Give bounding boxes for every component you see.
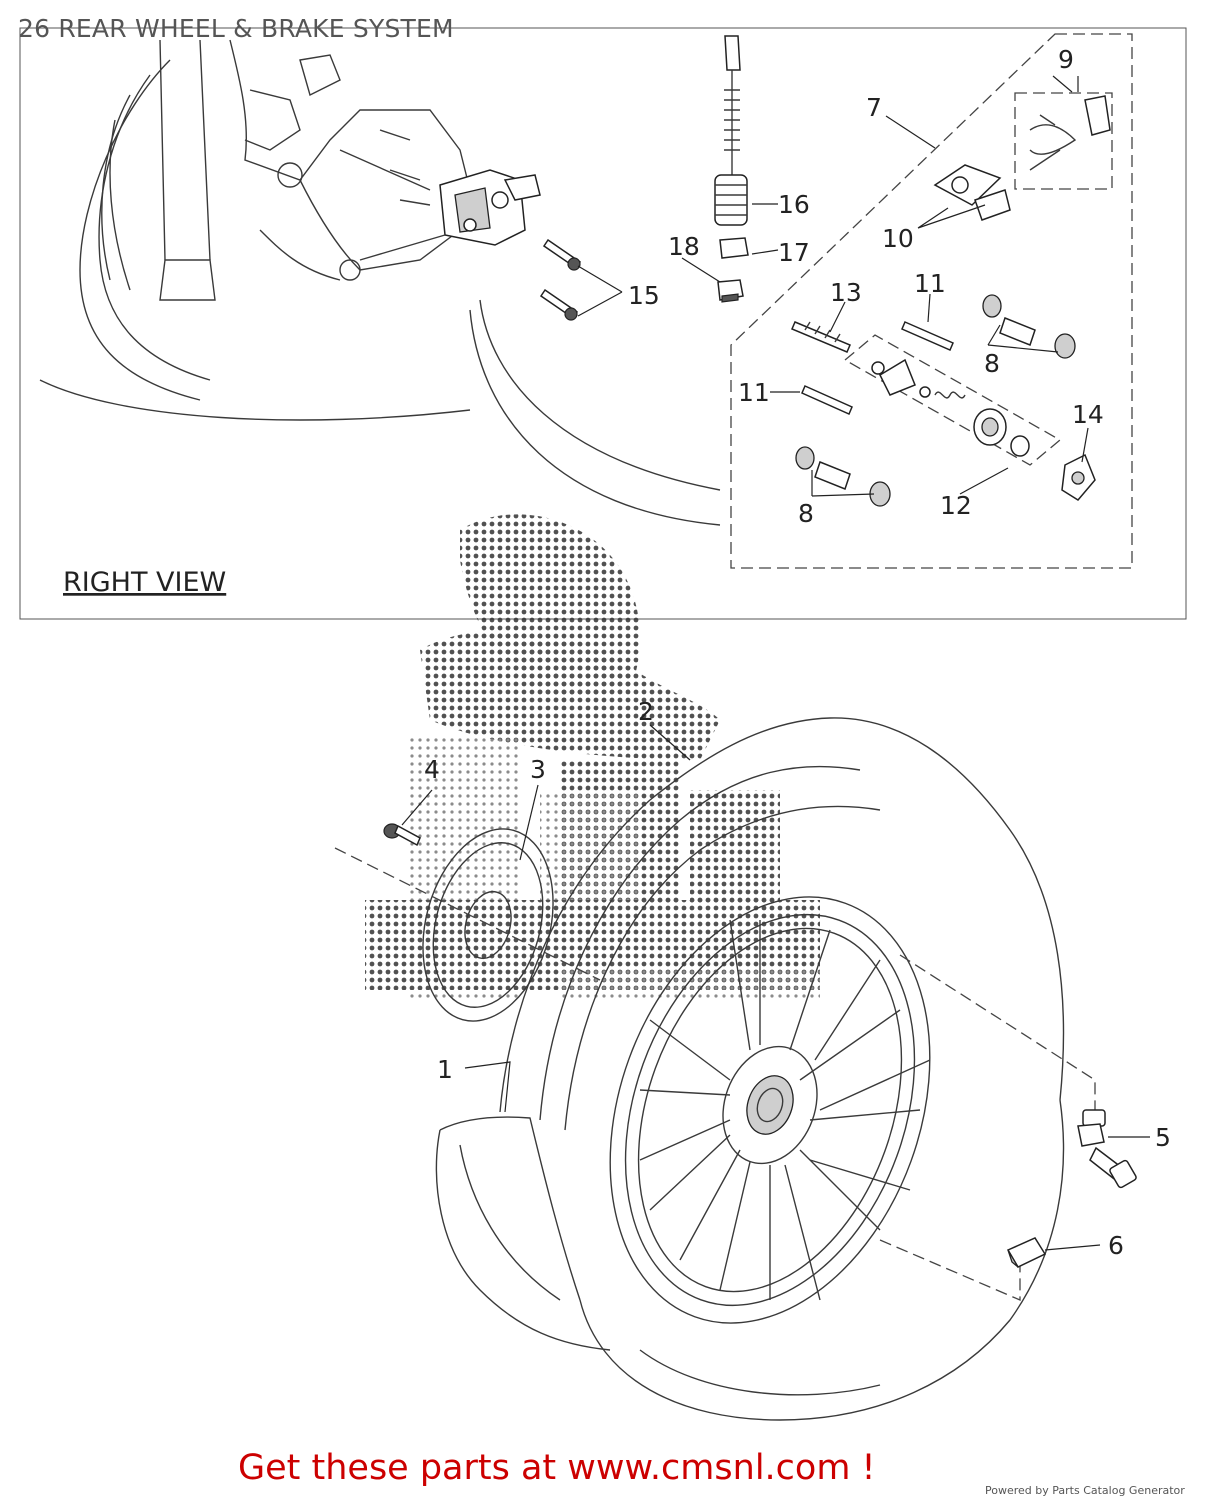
callout-5: 5 <box>1155 1123 1171 1152</box>
bolt-13 <box>791 321 851 353</box>
kit-box-9 <box>1014 92 1113 190</box>
bolt-15 <box>539 238 582 321</box>
piston-kit-12 <box>843 334 1062 466</box>
callout-16: 16 <box>778 190 810 219</box>
callout-6: 6 <box>1108 1231 1124 1260</box>
disc-bolt-4 <box>383 823 421 847</box>
callout-7: 7 <box>866 93 882 122</box>
brake-disc-3 <box>422 828 554 1022</box>
callouts: 1 2 3 4 5 6 7 8 8 9 10 11 11 12 13 14 15… <box>424 45 1171 1260</box>
brake-hose-fitting <box>714 35 749 303</box>
rear-wheel-rim <box>609 896 931 1324</box>
kit-box-7 <box>730 33 1133 569</box>
inset-leaders <box>577 75 1089 497</box>
callout-10: 10 <box>882 224 914 253</box>
callout-1: 1 <box>437 1055 453 1084</box>
callout-8b: 8 <box>798 499 814 528</box>
callout-12: 12 <box>940 491 972 520</box>
brake-caliper-assembly <box>339 149 541 261</box>
callout-3: 3 <box>530 755 546 784</box>
powered-by-text: Powered by Parts Catalog Generator <box>985 1484 1185 1497</box>
cms-watermark <box>365 514 820 1000</box>
callout-18: 18 <box>668 232 700 261</box>
rear-tire <box>435 717 1065 1421</box>
callout-8a: 8 <box>984 349 1000 378</box>
callout-13: 13 <box>830 278 862 307</box>
callout-17: 17 <box>778 238 810 267</box>
callout-15: 15 <box>628 281 660 310</box>
scooter-rear-sketch <box>39 39 721 526</box>
brake-pad-10 <box>933 164 1011 221</box>
callout-9: 9 <box>1058 45 1074 74</box>
sleeve-8-upper <box>982 294 1076 359</box>
callout-11a: 11 <box>914 269 946 298</box>
right-view-label: RIGHT VIEW <box>63 567 226 598</box>
pad-spring-9 <box>1029 95 1111 171</box>
sleeve-8-lower <box>795 446 891 507</box>
parts-link[interactable]: Get these parts at www.cmsnl.com ! <box>238 1448 876 1488</box>
callout-2: 2 <box>638 697 654 726</box>
balance-weight-6 <box>1006 1237 1047 1268</box>
pin-11-lower <box>801 385 853 415</box>
valve-axis <box>899 954 1096 1110</box>
bleeder-14 <box>1061 453 1096 501</box>
main-leaders <box>401 724 1150 1251</box>
weight-axis <box>879 1239 1021 1301</box>
callout-11b: 11 <box>738 378 770 407</box>
callout-4: 4 <box>424 755 440 784</box>
tire-valve-5 <box>1077 1109 1137 1189</box>
callout-14: 14 <box>1072 400 1104 429</box>
pin-11-upper <box>901 321 954 351</box>
axle-line-left <box>334 847 601 981</box>
